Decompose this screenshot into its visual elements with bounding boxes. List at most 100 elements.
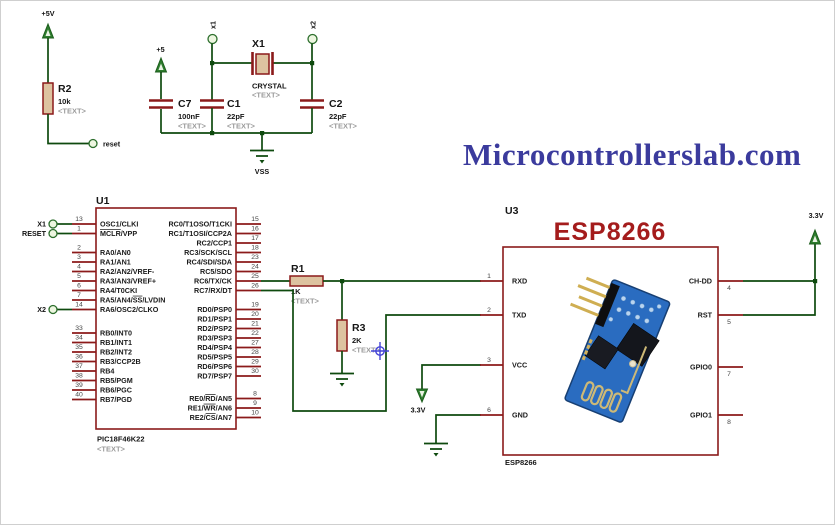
pin-number: 19: [251, 302, 259, 309]
module-vias: [608, 296, 662, 324]
terminal-x1[interactable]: [207, 33, 218, 45]
x1-value: CRYSTAL: [252, 82, 287, 91]
r3-value: 2K: [352, 336, 362, 345]
crosshair-cursor-icon: [371, 342, 389, 360]
u3-pin[interactable]: 4CH-DD: [689, 277, 743, 292]
terminal-x2[interactable]: [307, 33, 318, 45]
pin-number: 1: [77, 226, 81, 233]
wire[interactable]: [261, 289, 481, 412]
x1-terminal-label: x1: [209, 21, 218, 29]
module-header-pins: [569, 276, 611, 317]
r2-value: 10k: [58, 97, 71, 106]
resistor-r1-body[interactable]: [289, 275, 324, 287]
c2-text: <TEXT>: [329, 122, 358, 131]
terminal-x2[interactable]: [48, 304, 58, 315]
resistor-r2-body[interactable]: [42, 82, 54, 115]
crystal-x1-body[interactable]: [255, 53, 270, 75]
terminal-x1[interactable]: [48, 219, 58, 229]
pin-number: 40: [75, 392, 83, 399]
pin-number: 2: [77, 245, 81, 252]
terminal-reset[interactable]: [48, 228, 58, 239]
u1-text: <TEXT>: [97, 445, 126, 454]
pin-number: 30: [251, 368, 259, 375]
pin-number: 3: [487, 357, 491, 364]
pin-label: RB6/PGC: [100, 386, 132, 395]
pin-label: OSC1/CLKI: [100, 220, 138, 229]
r2-pullup-circuit[interactable]: +5V R2 10k <TEXT> reset: [42, 9, 121, 149]
terminal-label: RESET: [22, 229, 47, 238]
pin-number: 1: [487, 273, 491, 280]
terminal-label: X2: [37, 305, 46, 314]
pin-number: 8: [253, 391, 257, 398]
resistor-r3-body[interactable]: [336, 319, 348, 352]
u3-part: ESP8266: [505, 458, 537, 467]
wire[interactable]: [47, 114, 89, 145]
wire[interactable]: [421, 364, 481, 389]
pin-number: 2: [487, 307, 491, 314]
pin-number: 8: [727, 419, 731, 426]
u1-body[interactable]: [95, 207, 237, 430]
u1-part: PIC18F46K22: [97, 435, 145, 444]
terminal-reset[interactable]: [88, 138, 98, 149]
ground-icon: [433, 453, 439, 457]
wire[interactable]: [435, 414, 481, 443]
r2-text: <TEXT>: [58, 107, 87, 116]
crystal-circuit[interactable]: +5 C7 100nF <TEXT> x1 C1 22pF <TEXT> x2 …: [149, 21, 358, 176]
uart-wiring[interactable]: R1 1K <TEXT> R3 2K <TEXT>: [261, 263, 481, 412]
esp8266-module-photo[interactable]: [536, 268, 674, 424]
wire[interactable]: [743, 244, 816, 316]
pin-number: 4: [727, 285, 731, 292]
esp-supply-wiring[interactable]: 3.3V 3.3V: [411, 211, 824, 457]
c1-ref: C1: [227, 98, 241, 110]
pin-number: 5: [727, 319, 731, 326]
pin-number: 25: [251, 273, 259, 280]
